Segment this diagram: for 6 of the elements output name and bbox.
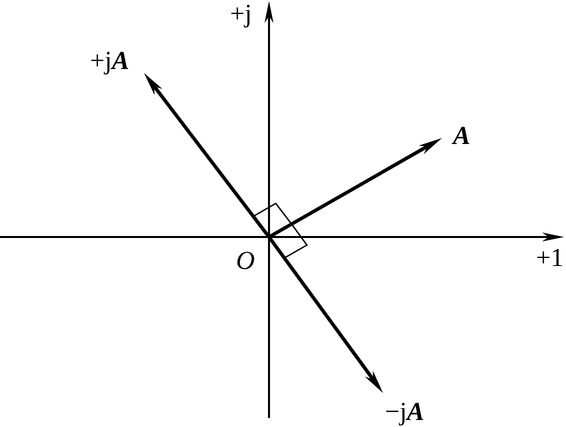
vector-label: −jA	[385, 399, 424, 425]
vector-label: +jA	[90, 48, 130, 74]
axis-label: +j	[230, 1, 252, 27]
vector-label: A	[453, 123, 470, 149]
origin-label: O	[236, 248, 255, 274]
axis-label: +1	[536, 245, 564, 271]
